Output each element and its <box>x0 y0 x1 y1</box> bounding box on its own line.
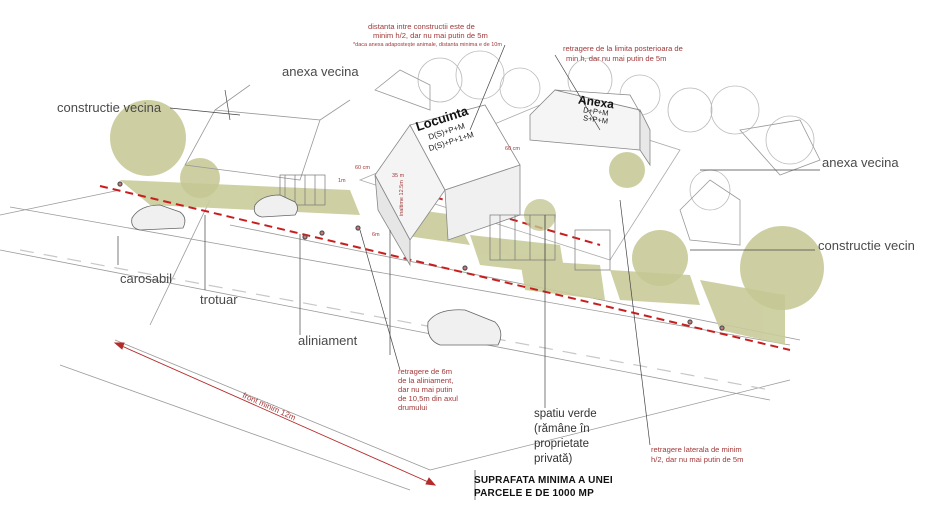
label-suprafata-2: PARCELE E DE 1000 MP <box>474 488 594 499</box>
label-distanta-2: minim h/2, dar nu mai putin de 5m <box>373 31 488 40</box>
trees <box>110 50 824 310</box>
dim-60cm-2: 60 cm <box>505 146 520 152</box>
label-constructie-vecina-left: constructie vecina <box>57 100 162 115</box>
label-aliniament: aliniament <box>298 333 358 348</box>
locuinta-building <box>374 104 521 267</box>
label-retragere-lat-2: h/2, dar nu mai putin de 5m <box>651 455 744 464</box>
label-anexa-vecina-right: anexa vecina <box>822 155 899 170</box>
label-suprafata-1: SUPRAFATA MINIMA A UNEI <box>474 475 613 486</box>
label-spatiu-1: spatiu verde <box>534 408 597 420</box>
label-constructie-vecina-right: constructie vecin <box>818 238 915 253</box>
leader-lines <box>117 44 820 500</box>
label-spatiu-2: (rămâne în <box>534 423 590 435</box>
label-retragere-post-1: retragere de la limita posterioara de <box>563 44 683 53</box>
label-retragere-alin-2: de la aliniament, <box>398 376 454 385</box>
label-trotuar: trotuar <box>200 292 238 307</box>
neighbor-buildings <box>184 69 821 246</box>
dim-1m: 1m <box>338 178 346 184</box>
label-retragere-post-2: min h, dar nu mai putin de 5m <box>566 54 667 63</box>
label-retragere-alin-3: dar nu mai putin <box>398 385 453 394</box>
label-retragere-alin-1: retragere de 6m <box>398 367 453 376</box>
dim-60cm-1: 60 cm <box>355 165 370 171</box>
label-distanta-1: distanta intre constructii este de <box>368 22 475 31</box>
cars <box>131 194 502 346</box>
label-anexa-vecina-left: anexa vecina <box>282 64 359 79</box>
label-spatiu-4: privată) <box>534 453 573 465</box>
dim-6m: 6m <box>372 232 380 238</box>
label-carosabil: carosabil <box>120 271 173 286</box>
fences <box>279 174 611 271</box>
label-spatiu-3: proprietate <box>534 438 589 450</box>
pedestrians <box>117 181 725 331</box>
label-retragere-lat-1: retragere laterala de minim <box>651 445 742 454</box>
dim-35m: 35 m <box>392 173 405 179</box>
label-retragere-alin-4: de 10,5m din axul <box>398 394 458 403</box>
dim-inaltime: inaltime 12.5m <box>398 180 405 216</box>
label-distanta-3: *daca anexa adapostește animale, distant… <box>353 42 502 48</box>
road-centerline <box>19 249 771 391</box>
label-retragere-alin-5: drumului <box>398 403 428 412</box>
anexa-building <box>529 89 651 167</box>
front-dimension-arrow <box>113 342 437 486</box>
